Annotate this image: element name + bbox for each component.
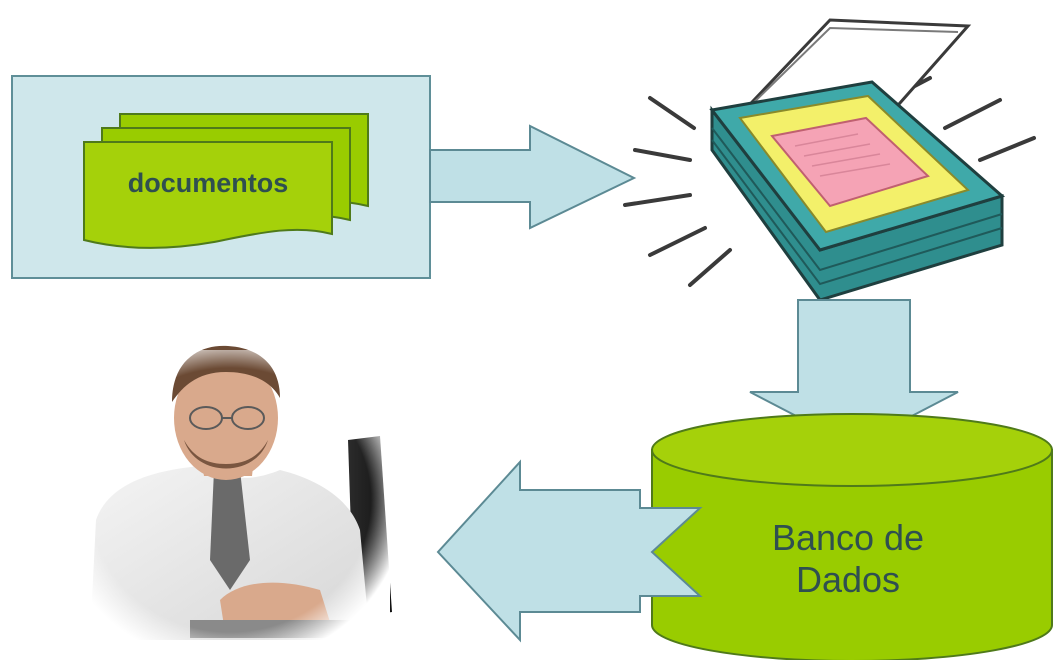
- database-cylinder-icon: [651, 413, 1053, 660]
- arrow-right-to-scanner: [429, 124, 637, 230]
- documents-label: documentos: [128, 168, 289, 198]
- database-label-line2: Dados: [796, 559, 900, 600]
- person-at-computer-icon: [70, 345, 392, 650]
- scanner-icon: [623, 18, 1036, 302]
- document-stack-icon: [83, 113, 369, 249]
- arrow-left-to-user: [436, 459, 703, 643]
- database-label-line1: Banco de: [772, 517, 924, 558]
